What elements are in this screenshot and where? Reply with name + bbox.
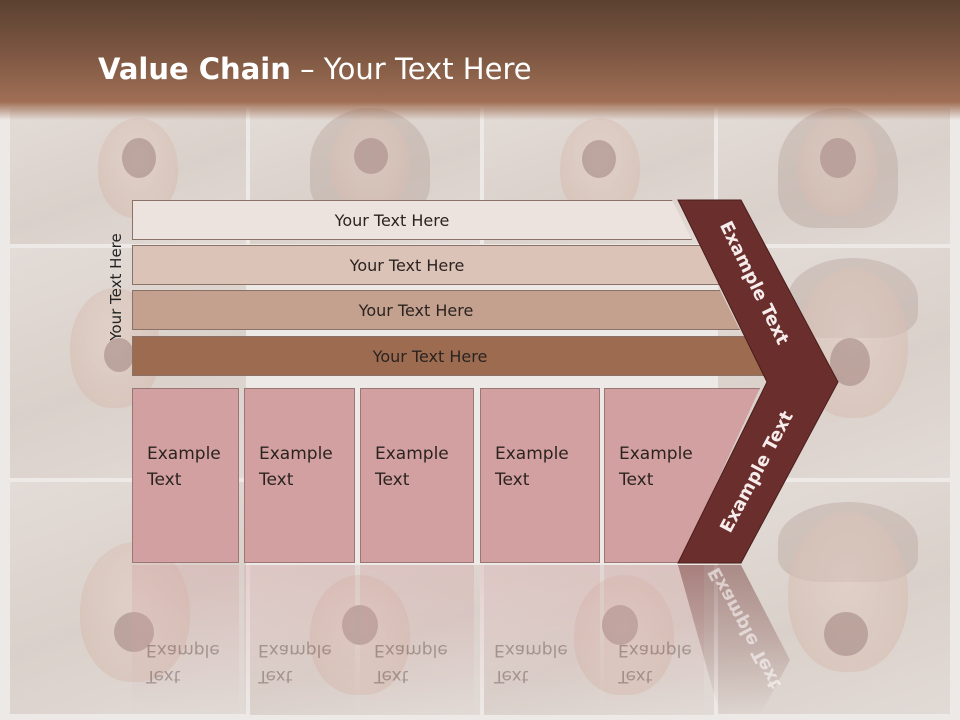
- box-line-1: Example: [375, 444, 449, 464]
- title-bold: Value Chain: [98, 52, 291, 86]
- box-line-2: Text: [619, 470, 654, 490]
- value-bar-1: Your Text Here: [132, 200, 692, 240]
- box-line-2: Text: [375, 470, 410, 490]
- photo-tile: [10, 108, 246, 244]
- title-bar: Value Chain – Your Text Here: [0, 0, 960, 120]
- slide-title: Value Chain – Your Text Here: [98, 52, 532, 86]
- value-bar-2: Your Text Here: [132, 245, 722, 285]
- activity-box-1: Example Text: [132, 388, 239, 563]
- activity-box-3: Example Text: [360, 388, 474, 563]
- value-bar-3: Your Text Here: [132, 290, 740, 330]
- photo-tile: [718, 108, 950, 244]
- photo-tile: [484, 565, 714, 715]
- box-line-1: Example: [147, 444, 221, 464]
- box-line-2: Text: [495, 470, 530, 490]
- box-line-1: Example: [495, 444, 569, 464]
- activity-box-2: Example Text: [244, 388, 355, 563]
- title-rest: – Your Text Here: [290, 52, 532, 86]
- box-line-2: Text: [259, 470, 294, 490]
- box-line-2: Text: [147, 470, 182, 490]
- box-line-1: Example: [259, 444, 333, 464]
- box-line-1: Example: [619, 444, 693, 464]
- activity-box-4: Example Text: [480, 388, 600, 563]
- value-bar-4: Your Text Here: [132, 336, 768, 376]
- chevron-shape: [677, 199, 839, 564]
- photo-tile: [250, 565, 480, 715]
- chevron-reflection: [678, 565, 790, 715]
